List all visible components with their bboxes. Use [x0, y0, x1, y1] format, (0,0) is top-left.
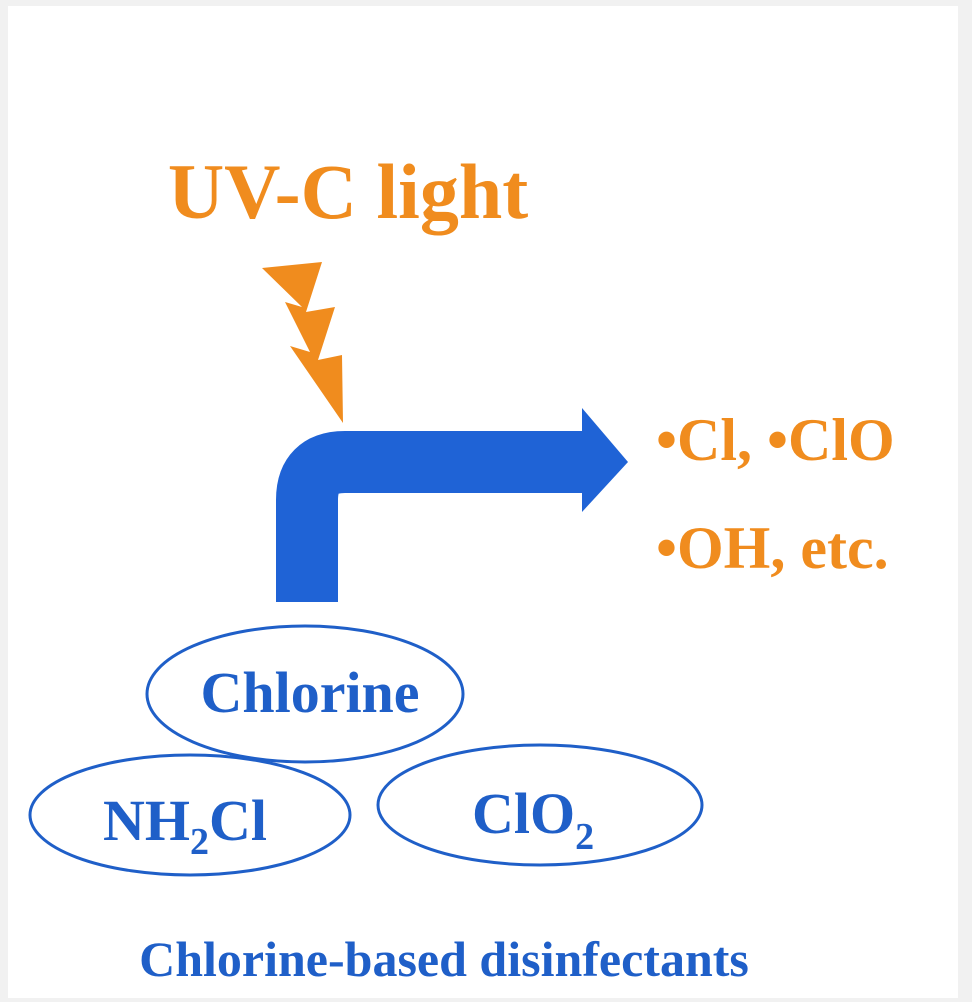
nh-subscript: 2 [190, 821, 209, 863]
uv-c-light-label: UV-C light [168, 148, 528, 235]
caption: Chlorine-based disinfectants [139, 931, 749, 987]
nh-text: NH [103, 788, 190, 853]
chlorine-dioxide-ellipse [376, 743, 704, 867]
monochloramine-ellipse [28, 753, 352, 877]
products-line-1: •Cl, •ClO [656, 407, 895, 473]
figure-panel [8, 6, 958, 998]
cl-text: Cl [209, 788, 267, 853]
clo-text: ClO [472, 781, 575, 846]
products-line-2: •OH, etc. [656, 515, 889, 581]
clo-subscript: 2 [575, 816, 594, 858]
bent-arrow-icon [276, 431, 588, 602]
lightning-bolt-icon [262, 262, 343, 423]
chlorine-dioxide-formula: ClO2 [472, 781, 594, 858]
chlorine-label: Chlorine [200, 660, 419, 725]
monochloramine-formula: NH2Cl [103, 788, 267, 863]
arrow-head [582, 408, 628, 512]
chlorine-ellipse [145, 624, 465, 764]
